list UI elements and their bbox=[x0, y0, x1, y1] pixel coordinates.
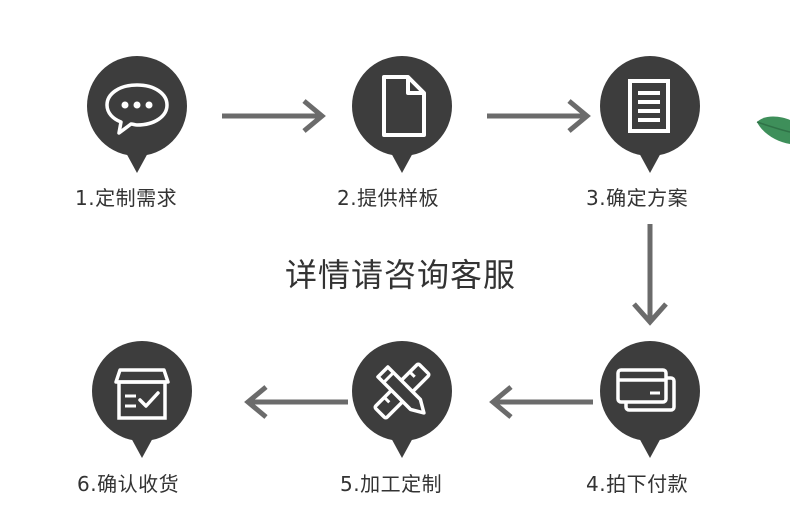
step-3-label: 3.确定方案 bbox=[586, 186, 689, 210]
step-1-label: 1.定制需求 bbox=[75, 186, 178, 210]
step-5-pencil-ruler-icon bbox=[352, 341, 452, 458]
step-1-chat-bubble-icon bbox=[87, 56, 187, 173]
step-4-credit-card-icon bbox=[600, 341, 700, 458]
arrow-left-1 bbox=[489, 385, 593, 419]
step-5-label: 5.加工定制 bbox=[340, 472, 443, 496]
leaf-decoration-icon bbox=[756, 116, 790, 144]
arrow-right-2 bbox=[487, 99, 591, 133]
step-2-label: 2.提供样板 bbox=[337, 186, 440, 210]
step-6-package-check-icon bbox=[92, 341, 192, 458]
step-6-label: 6.确认收货 bbox=[77, 472, 180, 496]
step-3-text-list-icon bbox=[600, 56, 700, 173]
arrow-right-1 bbox=[222, 99, 326, 133]
arrow-down bbox=[632, 224, 668, 326]
consult-customer-service-text: 详情请咨询客服 bbox=[285, 256, 517, 294]
step-4-label: 4.拍下付款 bbox=[586, 472, 689, 496]
arrow-left-2 bbox=[244, 385, 348, 419]
step-2-document-icon bbox=[352, 56, 452, 173]
